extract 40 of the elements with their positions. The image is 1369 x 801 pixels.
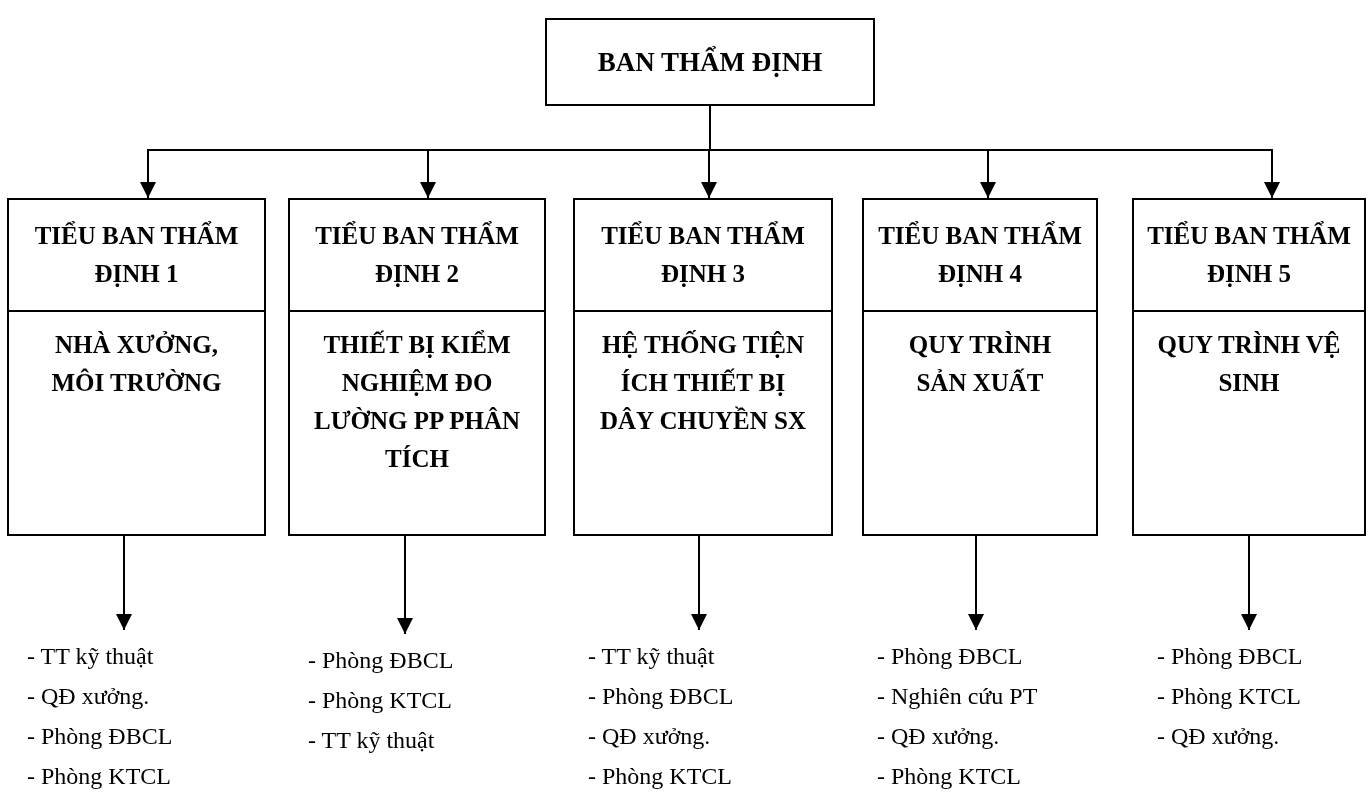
box-body-text: HỆ THỐNG TIỆN ÍCH THIẾT BỊ DÂY CHUYỀN SX bbox=[599, 329, 807, 436]
subcommittee-box bbox=[288, 198, 546, 536]
list-item: - Phòng ĐBCL bbox=[27, 722, 173, 751]
box-heading: TIỂU BAN THẨM ĐỊNH 4 bbox=[877, 220, 1083, 289]
arrow bbox=[116, 535, 132, 631]
subcommittee-box bbox=[1132, 198, 1366, 536]
arrow bbox=[397, 535, 413, 635]
list-item: - TT kỹ thuật bbox=[308, 726, 435, 755]
box-body-text: QUY TRÌNH VỆ SINH bbox=[1156, 330, 1342, 398]
list-item: - QĐ xưởng. bbox=[588, 722, 711, 751]
top-box bbox=[545, 18, 875, 106]
box-title: BAN THẨM ĐỊNH bbox=[597, 46, 823, 78]
list-item: - Phòng ĐBCL bbox=[588, 682, 734, 711]
arrow bbox=[1241, 535, 1257, 631]
box-heading: TIỂU BAN THẨM ĐỊNH 3 bbox=[600, 220, 806, 289]
box-heading: TIỂU BAN THẨM ĐỊNH 1 bbox=[33, 220, 240, 289]
box-body-text: NHÀ XƯỞNG, MÔI TRƯỜNG bbox=[50, 330, 223, 398]
list-item: - TT kỹ thuật bbox=[588, 642, 715, 671]
arrow bbox=[968, 535, 984, 631]
list-item: - Phòng KTCL bbox=[588, 762, 732, 791]
list-item: - Phòng ĐBCL bbox=[308, 646, 454, 675]
arrow bbox=[691, 535, 707, 631]
list-item: - QĐ xưởng. bbox=[27, 682, 150, 711]
list-item: - Phòng KTCL bbox=[1157, 682, 1301, 711]
box-body-text: QUY TRÌNH SẢN XUẤT bbox=[907, 330, 1053, 398]
list-item: - QĐ xưởng. bbox=[1157, 722, 1280, 751]
list-item: - Phòng KTCL bbox=[27, 762, 171, 791]
subcommittee-box bbox=[7, 198, 266, 536]
list-item: - Phòng ĐBCL bbox=[877, 642, 1023, 671]
list-item: - Phòng KTCL bbox=[877, 762, 1021, 791]
box-heading: TIỂU BAN THẨM ĐỊNH 2 bbox=[314, 220, 520, 289]
list-item: - TT kỹ thuật bbox=[27, 642, 154, 671]
list-item: - Nghiên cứu PT bbox=[877, 682, 1038, 711]
list-item: - Phòng ĐBCL bbox=[1157, 642, 1303, 671]
subcommittee-box bbox=[862, 198, 1098, 536]
subcommittee-box bbox=[573, 198, 833, 536]
list-item: - Phòng KTCL bbox=[308, 686, 452, 715]
box-body-text: THIẾT BỊ KIỂM NGHIỆM ĐO LƯỜNG PP PHÂN TÍCH bbox=[313, 329, 521, 474]
box-heading: TIỂU BAN THẨM ĐỊNH 5 bbox=[1146, 220, 1352, 289]
list-item: - QĐ xưởng. bbox=[877, 722, 1000, 751]
